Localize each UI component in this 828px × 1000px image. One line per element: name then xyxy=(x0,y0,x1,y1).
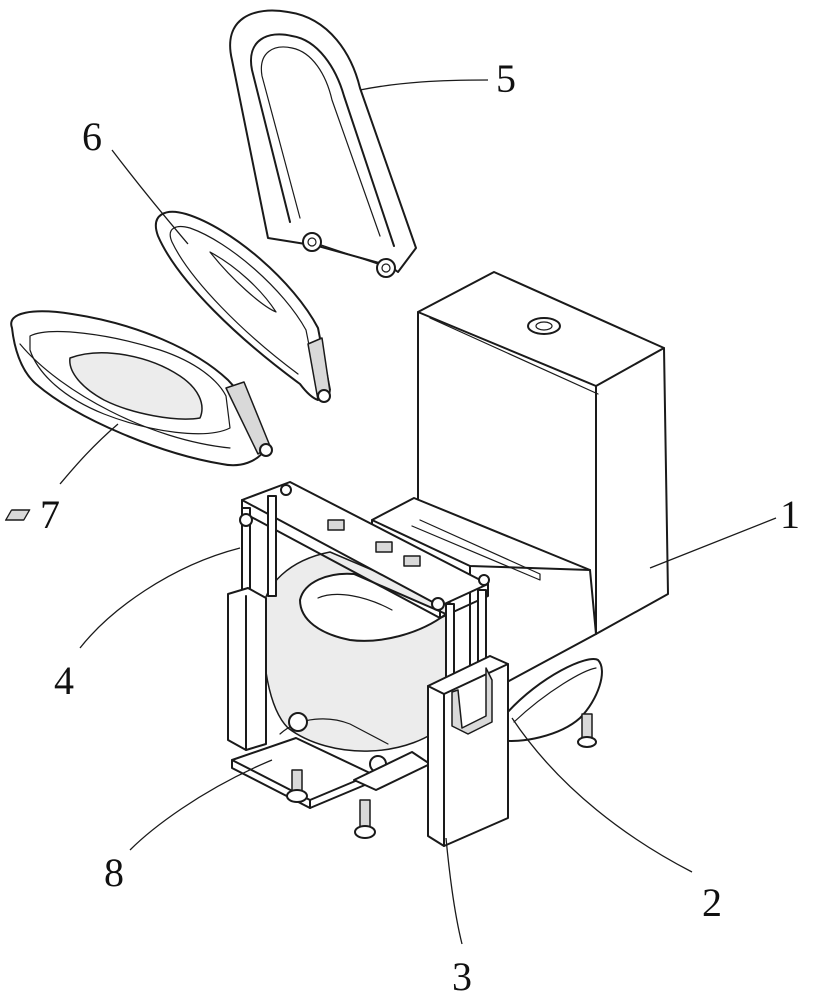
left-housing xyxy=(227,587,267,751)
leader-1 xyxy=(649,517,777,569)
leader-2 xyxy=(511,717,693,873)
label-1: 1 xyxy=(780,492,800,537)
leader-3 xyxy=(445,837,463,945)
part-5-lid xyxy=(229,9,417,278)
part-6-seat xyxy=(155,210,331,403)
label-2: 2 xyxy=(702,880,722,925)
part-7-cushion-seat xyxy=(10,310,273,467)
leader-4 xyxy=(79,547,241,649)
label-3: 3 xyxy=(452,954,472,999)
control-grid-1 xyxy=(4,509,31,521)
reference-numerals: 1 2 3 4 5 6 7 8 xyxy=(40,56,800,999)
control-grid-3 xyxy=(375,541,393,553)
label-7: 7 xyxy=(40,492,60,537)
leader-5 xyxy=(359,79,489,91)
leader-7 xyxy=(59,423,119,485)
leader-6 xyxy=(111,149,189,245)
part-3-housing xyxy=(427,655,509,847)
label-5: 5 xyxy=(496,56,516,101)
part-4-lifting-frame xyxy=(4,481,490,721)
label-4: 4 xyxy=(54,658,74,703)
label-8: 8 xyxy=(104,850,124,895)
control-grid-4 xyxy=(403,555,421,567)
control-grid-2 xyxy=(327,519,345,531)
leader-8 xyxy=(129,759,273,851)
label-6: 6 xyxy=(82,114,102,159)
leader-lines xyxy=(59,79,777,945)
